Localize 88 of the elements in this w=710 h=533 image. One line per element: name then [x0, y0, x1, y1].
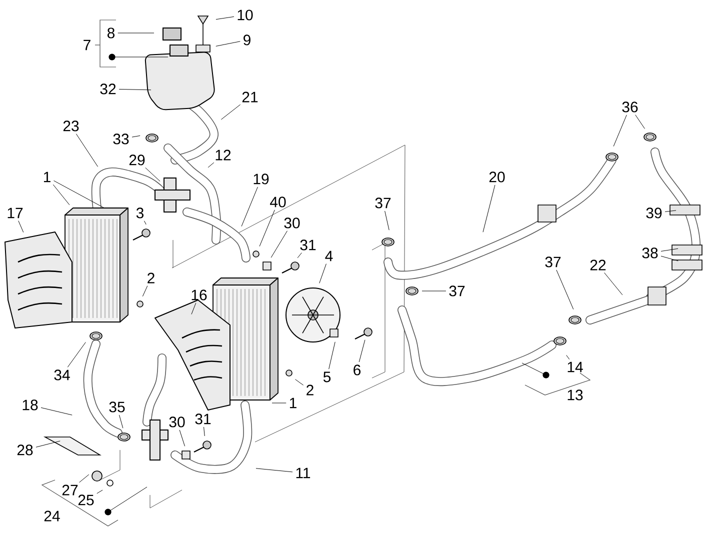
callout-number: 10 [238, 10, 253, 20]
callout-number: 28 [17, 444, 33, 456]
leader-line [145, 167, 160, 182]
callout-number: 34 [54, 370, 70, 380]
callout-number: 19 [254, 174, 269, 184]
callout-number: 33 [113, 134, 129, 144]
callout-number: 40 [270, 196, 286, 208]
leader-line [40, 407, 72, 416]
leader-line [208, 162, 214, 168]
leader-line [259, 210, 275, 247]
leader-line [216, 16, 234, 20]
callout-number: 16 [192, 290, 207, 300]
callout-number: 38 [642, 248, 658, 258]
leader-line [297, 252, 302, 258]
leader-line [191, 302, 196, 315]
callout-number: 1 [290, 398, 296, 408]
leader-line [142, 286, 148, 297]
leader-line [76, 134, 98, 167]
leader-line [67, 342, 86, 368]
callout-number: 29 [129, 154, 145, 166]
leader-line [604, 272, 623, 296]
leader-line [272, 402, 286, 404]
callout-number: 39 [646, 208, 662, 218]
leader-line [256, 468, 293, 472]
leader-line [52, 184, 70, 206]
leader-line [96, 490, 103, 494]
callout-number: 24 [44, 510, 60, 522]
leader-line [119, 414, 124, 428]
callout-number: 6 [354, 364, 361, 376]
callout-number: 1 [44, 172, 50, 182]
callout-number: 35 [109, 402, 125, 412]
callout-number: 17 [8, 208, 23, 218]
leader-line [384, 210, 390, 230]
callout-number: 21 [242, 92, 258, 102]
leader-line [204, 426, 205, 436]
leader-line [482, 184, 496, 232]
leader-line [319, 264, 326, 284]
leader-line [79, 474, 90, 483]
callout-number: 11 [296, 468, 310, 478]
callout-number: 5 [323, 372, 331, 382]
callout-number: 14 [568, 362, 583, 372]
leader-line [635, 114, 645, 129]
callout-number: 7 [84, 40, 90, 50]
callout-number: 37 [375, 198, 391, 208]
leader-line [220, 104, 241, 120]
leader-line [422, 290, 446, 292]
callout-number: 37 [545, 256, 561, 268]
leader-line [144, 220, 146, 225]
leader-line [216, 41, 240, 46]
callout-number: 36 [622, 102, 638, 112]
callout-number: 8 [108, 28, 115, 38]
leader-line [328, 342, 336, 370]
callout-number: 37 [449, 286, 465, 296]
leader-line [132, 135, 140, 138]
callout-number: 12 [216, 150, 231, 160]
leader-line [118, 88, 152, 90]
callout-number: 2 [148, 272, 154, 284]
leader-line [358, 340, 366, 362]
callout-number: 25 [78, 494, 94, 506]
leader-line [566, 354, 570, 360]
callout-number: 3 [136, 208, 144, 218]
leader-line [556, 270, 574, 310]
callout-number: 9 [244, 34, 250, 46]
leader-line [179, 430, 186, 446]
leader-line [18, 220, 24, 233]
callout-number: 30 [284, 218, 300, 228]
leader-line [613, 114, 627, 147]
leader-line [295, 379, 304, 386]
callout-number: 31 [300, 240, 316, 250]
leader-line [660, 256, 678, 262]
leader-line [270, 230, 288, 258]
callout-number: 18 [22, 400, 38, 410]
callout-number: 22 [590, 260, 606, 270]
callout-number: 23 [63, 120, 79, 132]
callout-number: 31 [195, 414, 211, 424]
leader-line [660, 248, 678, 252]
leader-line [241, 186, 258, 227]
leader-line [118, 32, 154, 34]
leader-line [664, 210, 676, 212]
callout-number: 30 [169, 416, 185, 428]
leader-line [54, 180, 105, 208]
callout-number: 20 [489, 172, 505, 182]
callout-number: 4 [325, 250, 333, 262]
callout-number: 2 [306, 384, 314, 396]
callout-number: 32 [100, 84, 116, 94]
callout-number: 27 [62, 484, 78, 496]
leader-line [36, 440, 60, 448]
callout-number: 13 [568, 390, 583, 400]
